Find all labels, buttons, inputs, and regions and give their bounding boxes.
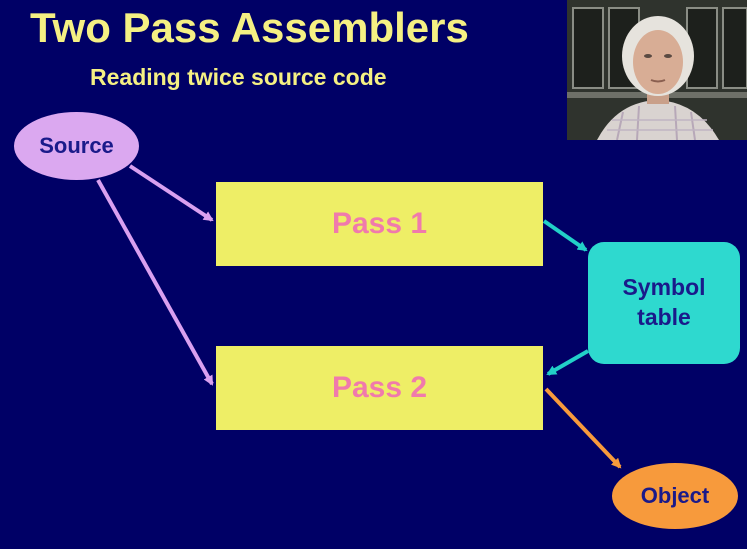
symbol-table-label-line2: table bbox=[637, 304, 691, 330]
arrow-pass2-to-object bbox=[544, 387, 622, 469]
arrow-source-to-pass2 bbox=[96, 179, 214, 386]
presenter-video-frame bbox=[567, 0, 747, 140]
arrow-symbol-table-to-pass2 bbox=[546, 349, 589, 376]
pass2-label: Pass 2 bbox=[331, 371, 428, 404]
slide-title: Two Pass Assemblers bbox=[30, 4, 469, 51]
pass2-box: Pass 2 bbox=[216, 346, 543, 430]
symbol-table-box: Symbol table bbox=[588, 242, 740, 364]
arrow-pass1-to-symbol-table bbox=[542, 219, 588, 252]
symbol-table-label-line1: Symbol bbox=[622, 274, 706, 301]
source-label: Source bbox=[39, 133, 114, 158]
webcam-video-thumbnail bbox=[567, 0, 747, 140]
arrow-source-to-pass1 bbox=[128, 164, 214, 222]
slide-subtitle: Reading twice source code bbox=[90, 64, 387, 90]
object-node: Object bbox=[612, 463, 738, 529]
pass1-box: Pass 1 bbox=[216, 182, 543, 266]
pass1-label: Pass 1 bbox=[331, 207, 428, 240]
object-label: Object bbox=[640, 483, 710, 508]
source-node: Source bbox=[14, 112, 139, 180]
